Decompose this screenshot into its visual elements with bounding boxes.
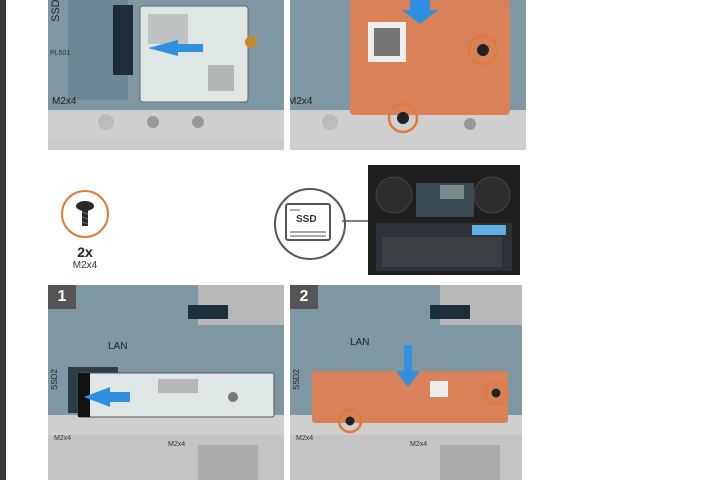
silk-m2x4-right: M2x4: [290, 96, 313, 107]
laptop-overview-art: [368, 165, 520, 275]
page-left-border: [0, 0, 6, 480]
figure-step-2: 2 LAN SSD2 M2x4 M2x4: [290, 285, 522, 480]
step-1-badge: 1: [48, 285, 76, 309]
silk-ssd2-2: SSD2: [292, 369, 301, 390]
silk-ssd2: SSD2: [50, 0, 62, 22]
laptop-overview: [368, 165, 520, 275]
screw-quantity: 2x: [77, 244, 93, 260]
step-2-badge: 2: [290, 285, 318, 309]
ssd-location-label: SSD: [296, 214, 317, 225]
ssd-location-icon: SSD: [274, 188, 346, 260]
silk-lan-1: LAN: [108, 341, 128, 352]
silk-lan-2: LAN: [350, 337, 370, 348]
silk-m2x4: M2x4: [52, 96, 77, 107]
screw-callout: 2x M2x4: [56, 190, 114, 271]
figure-step-1-art: [48, 285, 284, 480]
figure-top-left: SSD2 PL501 M2x4: [48, 0, 284, 150]
screw-type: M2x4: [72, 260, 98, 271]
silk-m2x4-2b: M2x4: [410, 441, 428, 448]
figure-top-right: M2x4: [290, 0, 526, 150]
figure-step-1: 1 LAN SSD2 M2x4 M2x4: [48, 285, 284, 480]
silk-ssd2-1: SSD2: [50, 369, 59, 390]
silk-pl501: PL501: [50, 50, 71, 57]
silk-m2x4-1b: M2x4: [168, 441, 186, 448]
location-leader-line: [342, 220, 372, 222]
figure-top-left-art: [48, 0, 284, 150]
silk-m2x4-1a: M2x4: [54, 435, 72, 442]
figure-top-right-art: [290, 0, 526, 150]
silk-m2x4-2a: M2x4: [296, 435, 314, 442]
figure-step-2-art: [290, 285, 522, 480]
screw-icon: [61, 190, 109, 238]
